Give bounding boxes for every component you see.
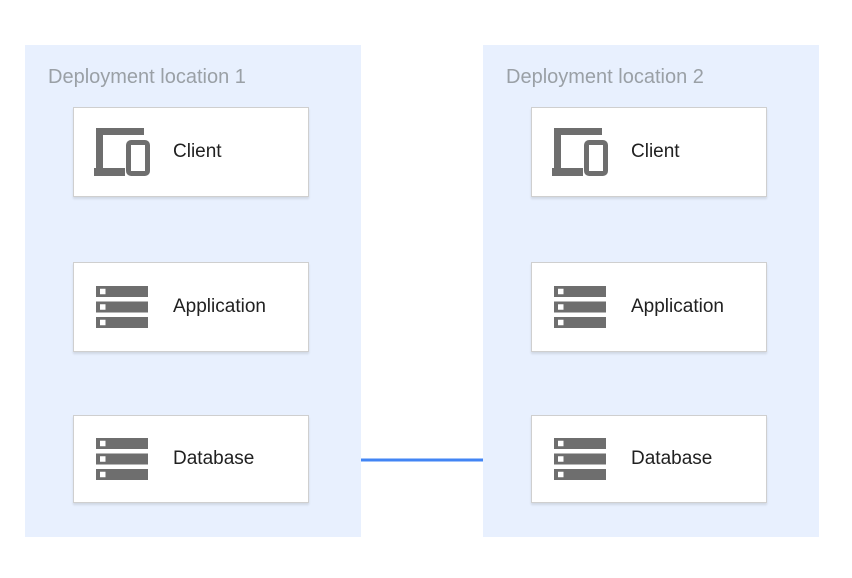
node-label: Client [173, 141, 222, 162]
storage-icon [94, 279, 150, 335]
node-database-1: Database [73, 415, 309, 503]
devices-icon [552, 124, 608, 180]
storage-icon [94, 431, 150, 487]
node-client-2: Client [531, 107, 767, 197]
panel-title: Deployment location 1 [48, 66, 246, 88]
node-label: Database [173, 448, 255, 469]
node-label: Database [631, 448, 713, 469]
deployment-location-1-panel: Deployment location 1 Client [25, 45, 361, 537]
deployment-location-2-panel: Deployment location 2 Client [483, 45, 819, 537]
node-client-1: Client [73, 107, 309, 197]
node-label: Application [173, 296, 266, 317]
node-label: Client [631, 141, 680, 162]
node-application-1: Application [73, 262, 309, 352]
storage-icon [552, 279, 608, 335]
storage-icon [552, 431, 608, 487]
node-application-2: Application [531, 262, 767, 352]
node-label: Application [631, 296, 724, 317]
panel-title: Deployment location 2 [506, 66, 704, 88]
devices-icon [94, 124, 150, 180]
node-database-2: Database [531, 415, 767, 503]
